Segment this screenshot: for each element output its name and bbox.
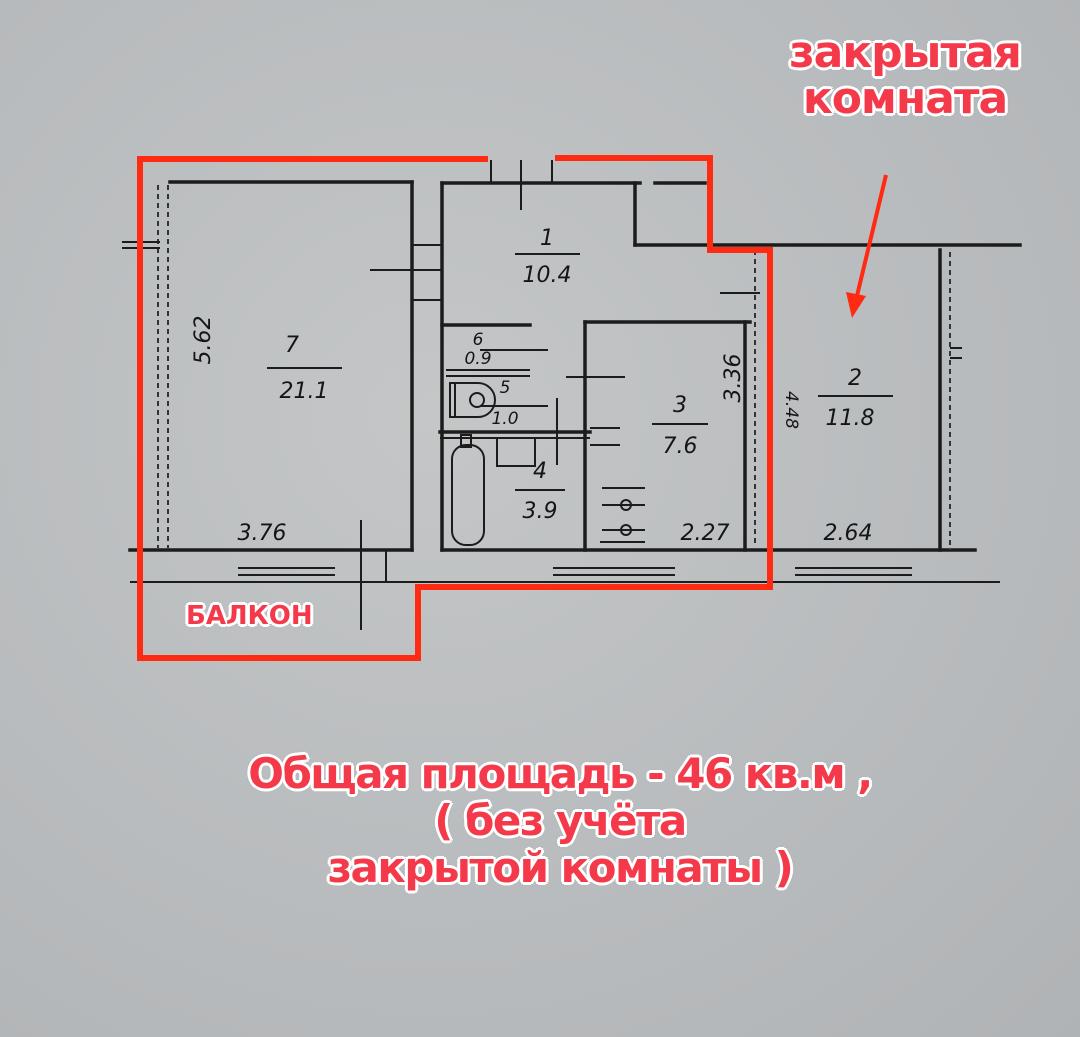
building-walls [122, 160, 1022, 630]
dimension-room2-width: 2.64 [824, 521, 873, 546]
svg-text:5: 5 [500, 378, 511, 398]
dimension-room7-height: 5.62 [191, 316, 216, 365]
svg-text:11.8: 11.8 [826, 406, 875, 431]
svg-text:0.9: 0.9 [464, 349, 491, 369]
svg-text:7.6: 7.6 [663, 434, 698, 459]
dimension-room2-height: 4.48 [781, 391, 801, 429]
dimension-room3-height: 3.36 [721, 354, 746, 403]
closed-room-label-line1: закрытая [789, 27, 1022, 78]
balcony-label: БАЛКОН [186, 601, 313, 631]
svg-text:7: 7 [285, 333, 299, 358]
total-area-caption: Общая площадь - 46 кв.м , ( без учёта за… [150, 750, 970, 891]
arrow-icon [846, 174, 888, 318]
dimension-room3-width: 2.27 [681, 521, 730, 546]
dimension-room7-width: 3.76 [238, 521, 287, 546]
room-label-3: 3 7.6 [652, 393, 708, 459]
svg-text:1.0: 1.0 [491, 409, 518, 429]
total-area-line2: ( без учёта [434, 796, 687, 846]
room-label-6: 6 0.9 [464, 330, 491, 369]
closed-room-label-line2: комната [802, 73, 1008, 125]
total-area-line1: Общая площадь - 46 кв.м , [248, 749, 873, 798]
room-label-1: 1 10.4 [515, 226, 580, 288]
svg-text:4: 4 [533, 459, 547, 484]
total-area-line3: закрытой комнаты ) [327, 843, 794, 893]
svg-text:3.9: 3.9 [523, 499, 558, 524]
room-label-7: 7 21.1 [267, 333, 342, 404]
svg-text:2: 2 [848, 366, 862, 391]
svg-text:6: 6 [473, 330, 484, 350]
svg-text:1: 1 [540, 226, 554, 251]
svg-text:21.1: 21.1 [280, 379, 329, 404]
svg-text:10.4: 10.4 [523, 263, 572, 288]
apartment-boundary-highlight [137, 155, 773, 661]
room-label-4: 4 3.9 [515, 459, 565, 524]
svg-text:3: 3 [673, 393, 687, 418]
room-label-5: 5 1.0 [491, 378, 518, 429]
room-label-2: 2 11.8 [818, 366, 893, 431]
closed-room-label: закрытая комната [775, 27, 1035, 125]
